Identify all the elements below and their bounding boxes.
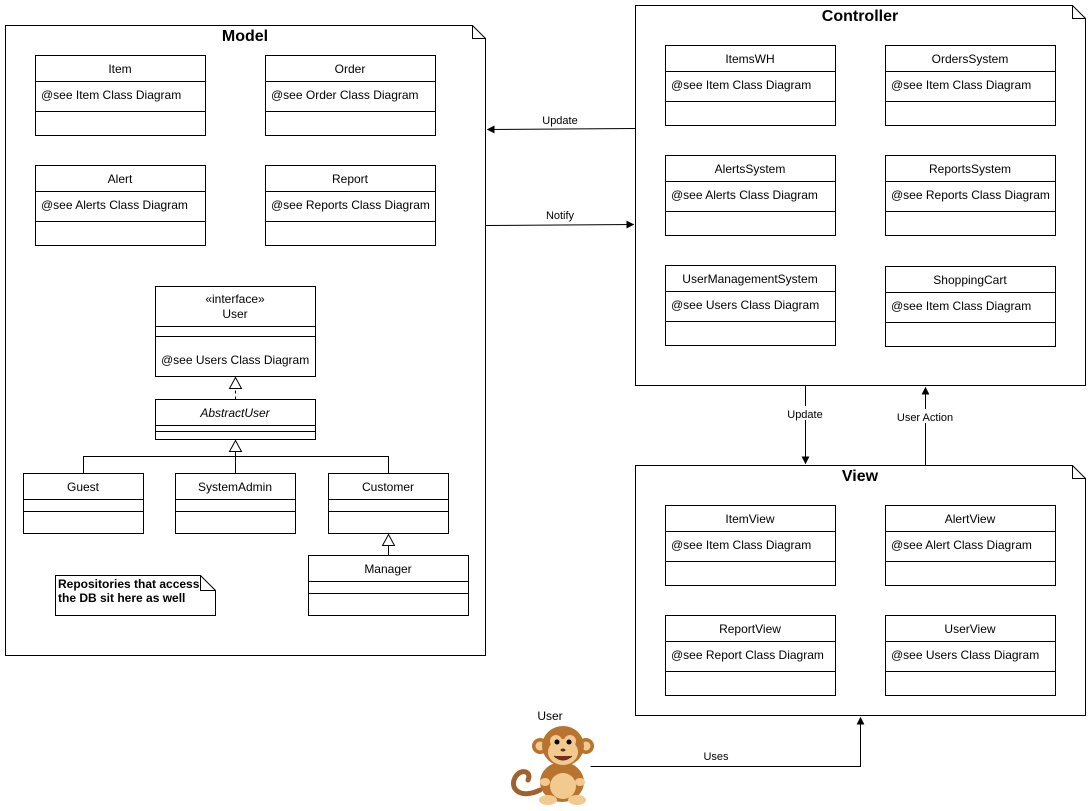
class-name: OrdersSystem (932, 52, 1009, 66)
class-attribute: @see Users Class Diagram (161, 353, 309, 367)
class-stereotype: «interface» (205, 292, 265, 306)
class-alert-view[interactable]: AlertView @see Alert Class Diagram (885, 505, 1056, 586)
class-user-view[interactable]: UserView @see Users Class Diagram (885, 615, 1056, 696)
class-shopping-cart[interactable]: ShoppingCart @see Item Class Diagram (885, 266, 1056, 347)
generalization-edge (83, 439, 389, 474)
class-abstract-user[interactable]: AbstractUser (155, 399, 316, 440)
class-attribute: @see Reports Class Diagram (271, 198, 430, 212)
class-items-wh[interactable]: ItemsWH @see Item Class Diagram (665, 45, 836, 126)
class-name: Customer (362, 480, 414, 494)
class-name: AbstractUser (199, 406, 270, 420)
note-text-line1: Repositories that access (58, 577, 200, 591)
class-name: AlertsSystem (715, 162, 786, 176)
class-name: ItemView (725, 512, 774, 526)
controller-package-title: Controller (822, 8, 898, 25)
generalization-edge (381, 533, 396, 556)
class-attribute: @see Item Class Diagram (41, 88, 181, 102)
class-name: ShoppingCart (933, 273, 1007, 287)
class-attribute: @see Report Class Diagram (671, 648, 824, 662)
class-attribute: @see Alerts Class Diagram (671, 188, 818, 202)
class-name: UserView (944, 622, 995, 636)
class-manager[interactable]: Manager (308, 555, 469, 616)
class-name: Item (108, 62, 131, 76)
edge-user-action[interactable]: User Action (893, 386, 957, 466)
class-alerts-system[interactable]: AlertsSystem @see Alerts Class Diagram (665, 155, 836, 236)
class-attribute: @see Users Class Diagram (671, 298, 819, 312)
class-attribute: @see Alert Class Diagram (891, 538, 1032, 552)
class-name: Report (332, 172, 369, 186)
class-attribute: @see Item Class Diagram (671, 538, 811, 552)
class-name: UserManagementSystem (682, 272, 817, 286)
class-reports-system[interactable]: ReportsSystem @see Reports Class Diagram (885, 155, 1056, 236)
edge-label: User Action (897, 412, 953, 424)
class-user-management-system[interactable]: UserManagementSystem @see Users Class Di… (665, 265, 836, 346)
class-name: SystemAdmin (198, 480, 272, 494)
view-package-title: View (842, 468, 879, 485)
class-item[interactable]: Item @see Item Class Diagram (35, 55, 206, 136)
class-attribute: @see Users Class Diagram (891, 648, 1039, 662)
class-report[interactable]: Report @see Reports Class Diagram (265, 165, 436, 246)
class-orders-system[interactable]: OrdersSystem @see Item Class Diagram (885, 45, 1056, 126)
class-alert[interactable]: Alert @see Alerts Class Diagram (35, 165, 206, 246)
actor-label: User (537, 709, 562, 723)
class-name: Alert (108, 172, 133, 186)
edge-label: Update (787, 409, 822, 421)
class-guest[interactable]: Guest (23, 473, 144, 534)
class-attribute: @see Item Class Diagram (891, 78, 1031, 92)
note[interactable]: Repositories that access the DB sit here… (55, 575, 216, 616)
edge-uses[interactable]: Uses (590, 716, 865, 767)
actor-user[interactable]: User (511, 709, 594, 805)
class-order[interactable]: Order @see Order Class Diagram (265, 55, 436, 136)
class-name: ReportsSystem (929, 162, 1011, 176)
class-report-view[interactable]: ReportView @see Report Class Diagram (665, 615, 836, 696)
model-package-title: Model (222, 28, 268, 45)
class-customer[interactable]: Customer (328, 473, 449, 534)
edge-label: Update (542, 115, 577, 127)
edge-notify[interactable]: Notify (485, 210, 635, 229)
class-attribute: @see Alerts Class Diagram (41, 198, 188, 212)
realization-edge (228, 376, 243, 400)
class-item-view[interactable]: ItemView @see Item Class Diagram (665, 505, 836, 586)
monkey-icon (511, 726, 594, 805)
class-name: ItemsWH (725, 52, 774, 66)
class-name: AlertView (945, 512, 996, 526)
note-text-line2: the DB sit here as well (58, 591, 185, 605)
edge-label: Uses (703, 751, 729, 763)
edge-update-view[interactable]: Update (783, 385, 828, 465)
class-name: ReportView (719, 622, 781, 636)
class-attribute: @see Reports Class Diagram (891, 188, 1050, 202)
class-attribute: @see Item Class Diagram (671, 78, 811, 92)
edge-label: Notify (546, 210, 575, 222)
class-user-interface[interactable]: «interface» User @see Users Class Diagra… (155, 286, 316, 377)
class-attribute: @see Item Class Diagram (891, 299, 1031, 313)
class-name: User (222, 307, 247, 321)
class-system-admin[interactable]: SystemAdmin (175, 473, 296, 534)
class-attribute: @see Order Class Diagram (271, 88, 419, 102)
class-name: Guest (67, 480, 100, 494)
class-name: Order (335, 62, 366, 76)
edge-update-model[interactable]: Update (486, 115, 636, 134)
class-name: Manager (364, 562, 411, 576)
